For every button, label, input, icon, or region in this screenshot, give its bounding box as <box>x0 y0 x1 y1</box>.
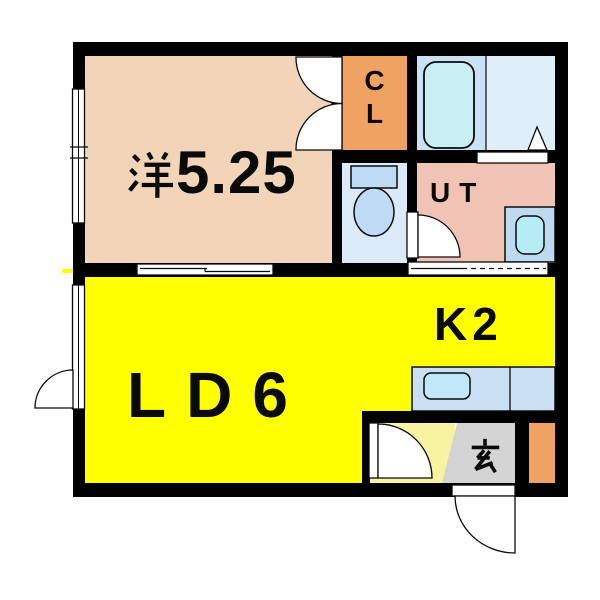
door-swing-icon-entrance <box>454 495 516 554</box>
closet-area <box>342 56 407 150</box>
ld-lower-area <box>85 411 362 483</box>
western-room-size: 5.25 <box>176 139 297 206</box>
entrance-label <box>467 437 503 475</box>
closet-label-line2: L <box>365 98 384 129</box>
utility-label: UT <box>430 177 486 208</box>
kitchen-label: K2 <box>434 298 503 350</box>
closet-label-line1: C <box>364 65 385 96</box>
western-room-area <box>85 56 332 263</box>
stray-yellow-tick <box>62 269 73 273</box>
wall-bottom <box>73 483 568 497</box>
living-dining-label: LD6 <box>127 359 308 431</box>
wall-top <box>73 42 568 56</box>
western-room-label: 5.25 <box>127 139 297 206</box>
toilet-room-area <box>342 163 407 263</box>
wall-kitchen-hall <box>362 411 555 423</box>
wall-right <box>555 42 568 497</box>
wall-hall-left <box>362 423 370 483</box>
closet-label: C L <box>342 64 407 130</box>
wall-closet-bottom <box>342 150 555 163</box>
wall-genkan-cabinet <box>515 423 529 483</box>
bathroom-tub-area <box>417 56 486 152</box>
kanji-you-icon <box>128 151 173 198</box>
bathroom-floor-area <box>486 56 555 152</box>
wall-western-right <box>332 56 342 277</box>
door-swing-icon-terrace <box>34 369 74 409</box>
wall-western-ld <box>85 263 555 277</box>
hallway-area <box>370 423 455 483</box>
shoe-cabinet <box>529 423 555 483</box>
kanji-gen-icon <box>471 438 500 474</box>
wall-left <box>73 42 85 497</box>
